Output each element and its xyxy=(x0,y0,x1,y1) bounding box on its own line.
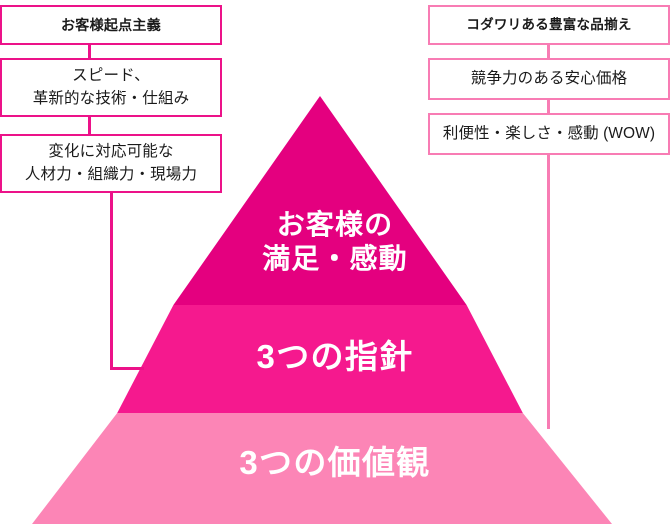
connector-left-stub-1 xyxy=(88,44,91,58)
connector-right-stub-1 xyxy=(547,44,550,58)
connector-left-horizontal xyxy=(110,367,144,370)
callout-right-1: コダワリある豊富な品揃え xyxy=(428,5,670,45)
connector-left-vertical xyxy=(110,193,113,370)
connector-right-vertical xyxy=(547,155,550,429)
callout-left-1: お客様起点主義 xyxy=(0,5,222,45)
callout-right-3: 利便性・楽しさ・感動 (WOW) xyxy=(428,113,670,155)
pyramid-band-bottom xyxy=(32,413,612,524)
callout-left-3: 変化に対応可能な 人材力・組織力・現場力 xyxy=(0,134,222,193)
callout-right-2: 競争力のある安心価格 xyxy=(428,58,670,100)
callout-left-2: スピード、 革新的な技術・仕組み xyxy=(0,58,222,117)
connector-right-stub-2 xyxy=(547,99,550,113)
pyramid-band-apex xyxy=(173,96,467,305)
pyramid-band-middle xyxy=(117,305,523,413)
connector-left-stub-2 xyxy=(88,116,91,134)
